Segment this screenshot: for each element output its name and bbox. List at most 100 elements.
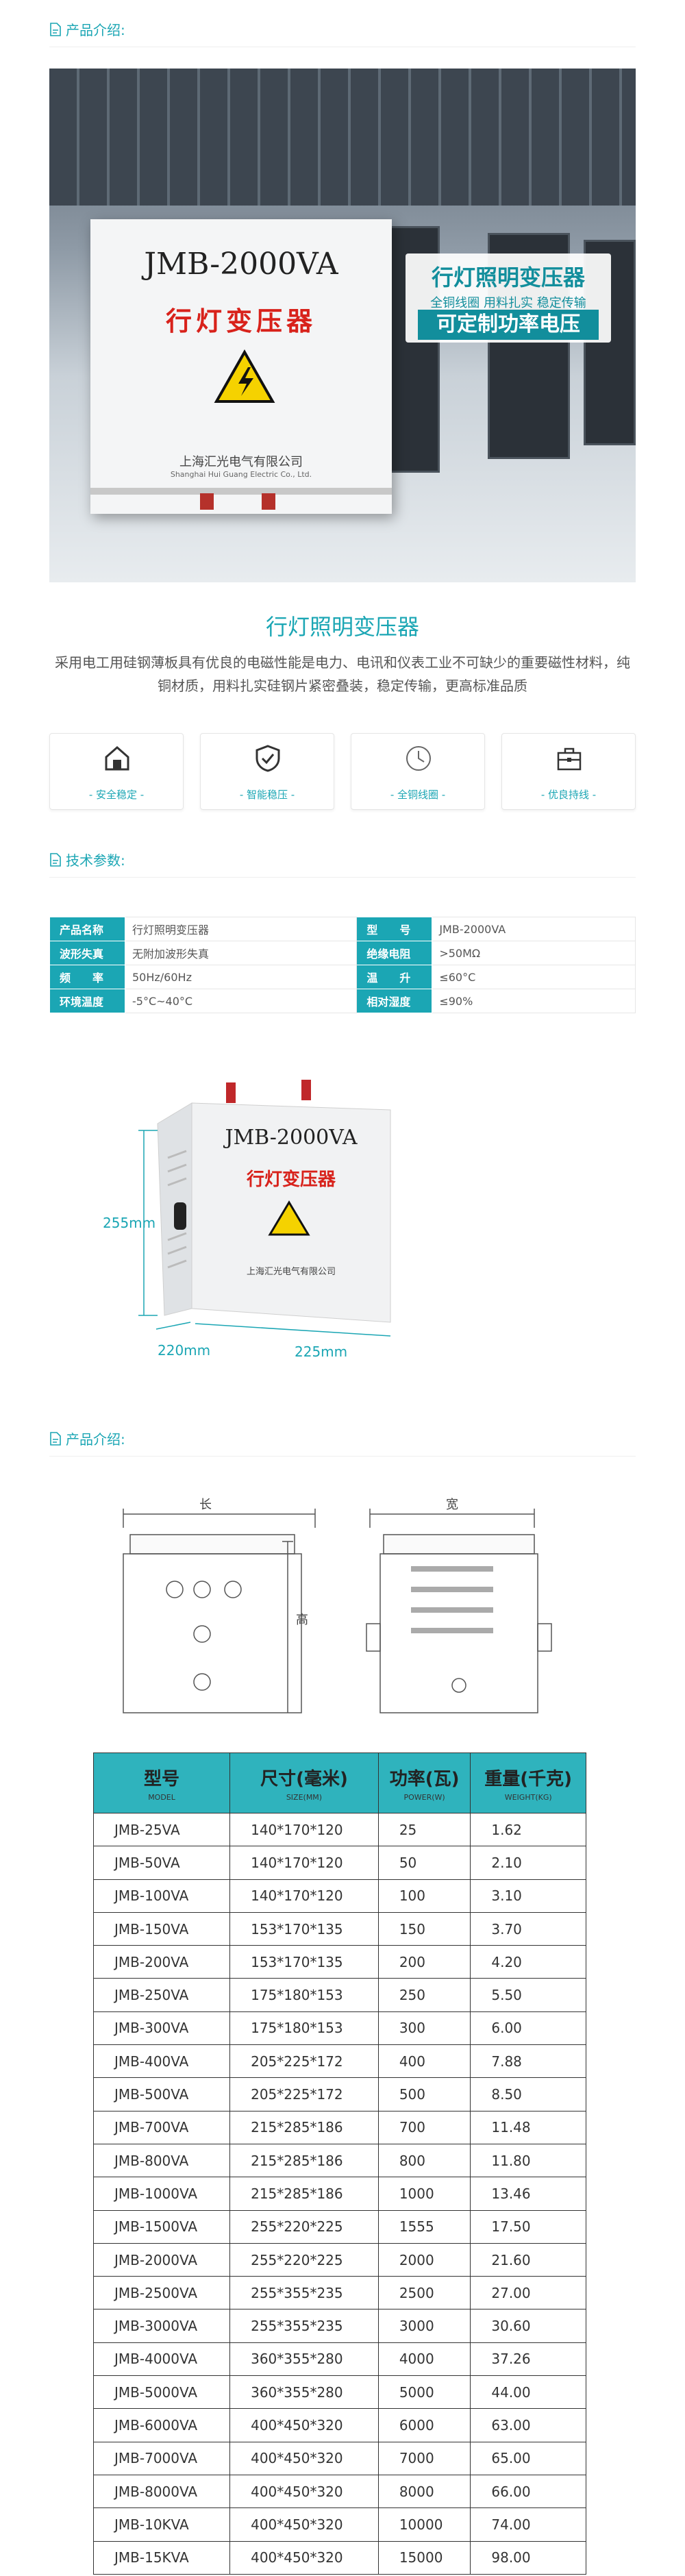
table-cell: 8000 [377, 2474, 471, 2509]
table-cell: 4000 [377, 2342, 471, 2377]
table-cell: 3000 [377, 2309, 471, 2343]
table-row: 波形失真 无附加波形失真 绝缘电阻 >50MΩ [49, 941, 636, 965]
height-label: 255mm [103, 1215, 155, 1231]
table-cell: 175*180*153 [229, 1978, 379, 2012]
terminal [200, 493, 214, 510]
box-name: 行灯变压器 [165, 306, 316, 336]
spec-value: ≤60°C [432, 965, 636, 989]
table-cell: 63.00 [470, 2408, 586, 2442]
table-cell: 153*170*135 [229, 1945, 379, 1979]
table-cell: 98.00 [470, 2540, 586, 2575]
section-heading-tech: 技术参数: [49, 850, 125, 869]
table-cell: JMB-250VA [92, 1978, 231, 2012]
table-cell: JMB-150VA [92, 1911, 231, 1946]
ceiling-cable-tray [49, 69, 636, 206]
table-cell: 8.50 [470, 2077, 586, 2111]
table-cell: 500 [377, 2077, 471, 2111]
table-cell: 400*450*320 [229, 2540, 379, 2575]
product-title: 行灯照明变压器 [265, 614, 419, 640]
table-cell: 6000 [377, 2408, 471, 2442]
table-cell: 27.00 [470, 2276, 586, 2310]
table-cell: 10000 [377, 2507, 471, 2542]
table-cell: 7000 [377, 2441, 471, 2475]
table-cell: 11.48 [470, 2110, 586, 2144]
table-cell: 37.26 [470, 2342, 586, 2377]
hero-image: JMB-2000VA 行灯变压器 上海汇光电气有限公司 Shanghai Hui… [49, 69, 636, 582]
spec-value: 行灯照明变压器 [124, 917, 358, 941]
column-header: 尺寸(毫米)SIZE(MM) [229, 1753, 379, 1813]
shield-check-icon [256, 745, 280, 772]
document-icon [50, 852, 61, 867]
feature-label: - 智能稳压 - [239, 789, 295, 801]
spec-key: 环境温度 [49, 989, 125, 1013]
table-cell: 140*170*120 [229, 1812, 379, 1847]
box-model: JMB-2000VA [144, 247, 338, 282]
table-cell: 44.00 [470, 2375, 586, 2410]
table-cell: 360*355*280 [229, 2342, 379, 2377]
table-cell: 250 [377, 1978, 471, 2012]
table-cell: JMB-400VA [92, 2044, 231, 2079]
table-row: 产品名称 行灯照明变压器 型 号 JMB-2000VA [49, 917, 636, 941]
table-cell: 4.20 [470, 1945, 586, 1979]
table-cell: 400 [377, 2044, 471, 2079]
table-cell: 3.70 [470, 1911, 586, 1946]
spec-value: >50MΩ [432, 941, 636, 965]
spec-value: -5°C~40°C [124, 989, 358, 1013]
table-cell: JMB-200VA [92, 1945, 231, 1979]
box-company-en: Shanghai Hui Guang Electric Co., Ltd. [170, 470, 312, 479]
badge-title: 行灯照明变压器 [431, 264, 585, 290]
table-cell: JMB-4000VA [92, 2342, 231, 2377]
table-cell: 3.10 [470, 1879, 586, 1913]
terminal [226, 1082, 236, 1103]
table-cell: 200 [377, 1945, 471, 1979]
table-cell: 215*285*186 [229, 2110, 379, 2144]
spec-key: 频 率 [49, 965, 125, 989]
table-cell: 153*170*135 [229, 1911, 379, 1946]
spec-value: JMB-2000VA [432, 917, 636, 941]
header-cn: 功率(瓦) [389, 1768, 460, 1789]
table-cell: JMB-300VA [92, 2011, 231, 2046]
dimension-diagram: JMB-2000VA 行灯变压器 上海汇光电气有限公司 255mm 220mm … [103, 1080, 391, 1360]
technical-drawing: 长 宽 高 [123, 1498, 552, 1713]
feature-card: - 全铜线圈 - [351, 733, 485, 810]
table-cell: 2.10 [470, 1846, 586, 1880]
table-cell: 175*180*153 [229, 2011, 379, 2046]
length-label: 长 [199, 1498, 212, 1512]
table-cell: 15000 [377, 2540, 471, 2575]
table-cell: 1555 [377, 2209, 471, 2244]
spec-table: 产品名称 行灯照明变压器 型 号 JMB-2000VA 波形失真 无附加波形失真… [49, 917, 636, 1013]
handle [174, 1202, 186, 1230]
terminal [262, 493, 275, 510]
transformer-box: JMB-2000VA 行灯变压器 上海汇光电气有限公司 Shanghai Hui… [90, 219, 392, 514]
feature-card: - 智能稳压 - [200, 733, 334, 810]
table-cell: 25 [377, 1812, 471, 1847]
table-cell: 5000 [377, 2375, 471, 2410]
spec-key: 波形失真 [49, 941, 125, 965]
table-cell: 400*450*320 [229, 2441, 379, 2475]
box-base [90, 488, 392, 495]
feature-card: - 优良持线 - [501, 733, 636, 810]
table-cell: JMB-10KVA [92, 2507, 231, 2542]
table-cell: 6.00 [470, 2011, 586, 2046]
section-heading-text: 产品介绍: [66, 1431, 125, 1448]
product-description: 采用电工用硅钢薄板具有优良的电磁性能是电力、电讯和仪表工业不可缺少的重要磁性材料… [55, 654, 630, 694]
table-cell: JMB-6000VA [92, 2408, 231, 2442]
warning-icon [214, 349, 275, 403]
box-company: 上海汇光电气有限公司 [247, 1266, 336, 1277]
spec-key: 相对湿度 [356, 989, 433, 1013]
spec-value: ≤90% [432, 989, 636, 1013]
